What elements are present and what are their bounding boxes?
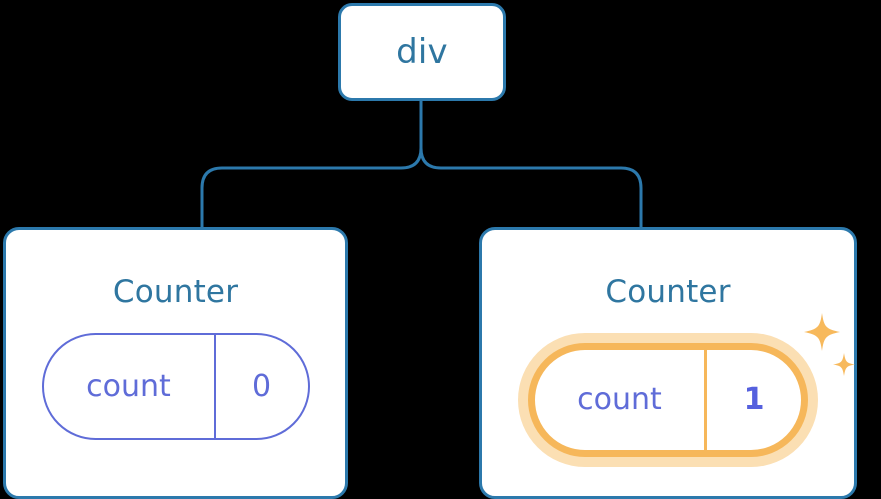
state-key-label: count (86, 368, 171, 404)
state-pill-count-0[interactable]: count 0 (41, 333, 310, 440)
node-div-label: div (396, 32, 448, 72)
state-key-cell: count (535, 350, 707, 450)
state-pill-highlight-wrap: count 1 (518, 313, 855, 467)
node-counter-left[interactable]: Counter count 0 (3, 227, 348, 499)
state-value-cell: 0 (216, 335, 308, 438)
state-key-label: count (577, 382, 662, 417)
counter-left-state-wrap: count 0 (41, 333, 310, 440)
state-value-label: 0 (251, 368, 272, 404)
sparkle-large-icon (804, 313, 840, 351)
counter-right-title: Counter (605, 274, 731, 310)
edge-root-to-right (419, 99, 643, 229)
edge-root-to-left (200, 99, 423, 229)
state-value-cell: 1 (707, 350, 801, 450)
sparkle-small-icon (833, 353, 855, 376)
state-pill-count-1[interactable]: count 1 (528, 343, 808, 457)
state-value-label: 1 (743, 382, 765, 417)
counter-left-title: Counter (112, 274, 239, 310)
state-key-cell: count (44, 335, 216, 438)
node-div[interactable]: div (338, 3, 506, 101)
counter-right-state-wrap: count 1 (518, 313, 855, 467)
node-counter-right[interactable]: Counter count 1 (479, 227, 857, 499)
